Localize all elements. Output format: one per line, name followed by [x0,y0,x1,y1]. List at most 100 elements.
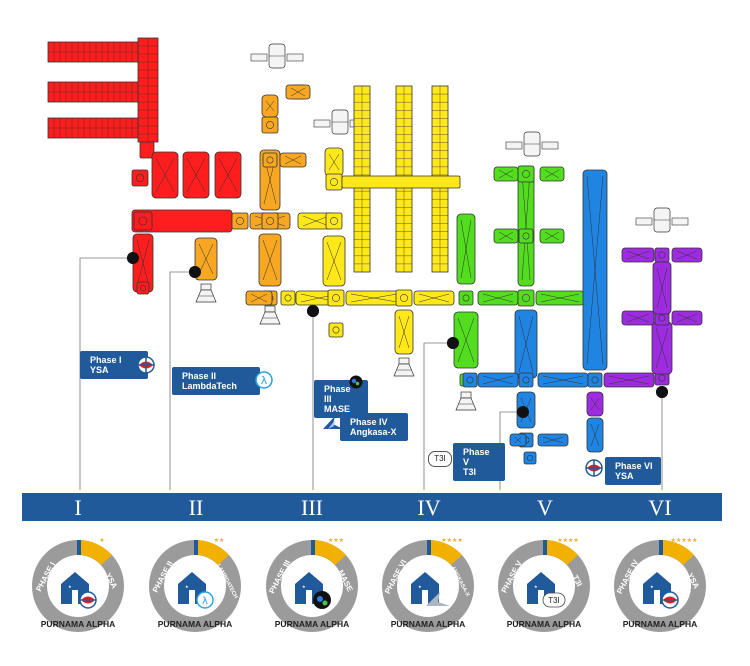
ysa-logo-icon [585,459,603,477]
phase-label-6: Phase VI YSA [605,457,661,485]
patch-stars: ★★ [214,537,225,544]
mase-emblem-detail [322,600,328,606]
patch-program-text: PURNAMA ALPHA [391,619,465,629]
patch-stars: ★★★★ [557,537,579,544]
module-detail [498,169,514,179]
patch-stars: ★ [99,537,104,544]
house-door [422,590,428,604]
docking-port [266,121,274,129]
module-detail [518,315,534,373]
timeline-numeral-2: II [188,495,204,520]
module-detail [608,375,650,385]
module-detail [626,313,650,323]
docking-port [522,232,530,240]
crew-capsule [393,357,415,377]
phase-marker-dot [189,266,201,278]
house-star: ★ [68,584,72,589]
t3i-emblem-text: T3I [548,596,560,605]
docking-node [517,165,535,183]
docking-port [522,170,530,178]
solar-array [137,37,159,143]
truss-segment [139,141,155,159]
module-detail [655,327,669,369]
house-door [654,590,660,604]
docking-port [266,156,274,164]
angkasa-emblem-icon [426,592,450,606]
station-assembly [47,37,703,490]
module-detail [302,215,330,227]
phase-marker-dot [307,305,319,317]
docking-node [587,372,603,388]
docking-node [327,289,345,307]
module-detail [521,171,531,281]
cargo-panel [505,141,523,150]
cargo-panel [635,217,653,226]
module-detail [328,153,340,171]
docking-port [284,294,292,302]
phase-label-5: Phase V T3I [453,443,505,481]
crew-capsule [455,391,477,411]
phase-name: Phase VI [615,461,653,471]
module-detail [186,157,206,193]
docking-node [280,290,296,306]
patch-program-text: PURNAMA ALPHA [275,619,349,629]
phase-name: Phase III [324,384,351,404]
docking-node [462,372,478,388]
module-detail [350,293,398,303]
patch-program-text: PURNAMA ALPHA [507,619,581,629]
module-detail [676,250,698,260]
phase-label-1: Phase I YSA [80,351,148,379]
phase-name: Phase I [90,355,122,365]
cargo-panel [313,119,331,128]
lambda-emblem-symbol: λ [202,596,208,607]
module-detail [284,155,302,165]
patch-navy-marker [543,540,547,555]
lambda-symbol: λ [261,374,268,387]
docking-port [522,376,530,384]
leader-line [423,342,453,490]
docking-node [328,322,344,338]
docking-node [523,451,537,465]
docking-node [133,211,153,231]
house-star: ★ [534,584,538,589]
module-detail [626,250,650,260]
patch-navy-marker [77,540,81,555]
docking-node [517,289,535,307]
patch-program-text: PURNAMA ALPHA [623,619,697,629]
phase-partner: YSA [615,471,634,481]
house-star: ★ [302,584,306,589]
docking-node [518,372,534,388]
cargo-panel [250,53,268,62]
patch-navy-marker [659,540,663,555]
module-detail [198,243,214,275]
module-detail [482,293,514,303]
house-star: ★ [418,584,422,589]
phase-marker-dot [517,406,529,418]
module-detail [590,397,600,411]
docking-node [325,173,343,191]
module-detail [590,423,600,447]
capsule-adapter [200,283,212,291]
timeline-numeral-6: VI [648,495,672,520]
module-detail [540,293,580,303]
solar-array [47,117,139,139]
patch-gold-arc [81,540,112,565]
house-emblem-icon [411,572,439,604]
timeline-numeral-4: IV [417,495,441,520]
mase-logo-icon [349,375,363,389]
docking-node [518,228,534,244]
cargo-panel [671,217,689,226]
solar-array [47,81,139,103]
leader-line [169,271,195,490]
solar-array [47,41,139,63]
docking-port [236,217,244,225]
house-door [72,590,78,604]
truss-segment [341,175,461,189]
crew-capsule [259,305,281,325]
t3i-emblem-icon [542,592,566,608]
patch-navy-marker [311,540,315,555]
module-detail [418,293,450,303]
phase-name: Phase IV [350,417,388,427]
